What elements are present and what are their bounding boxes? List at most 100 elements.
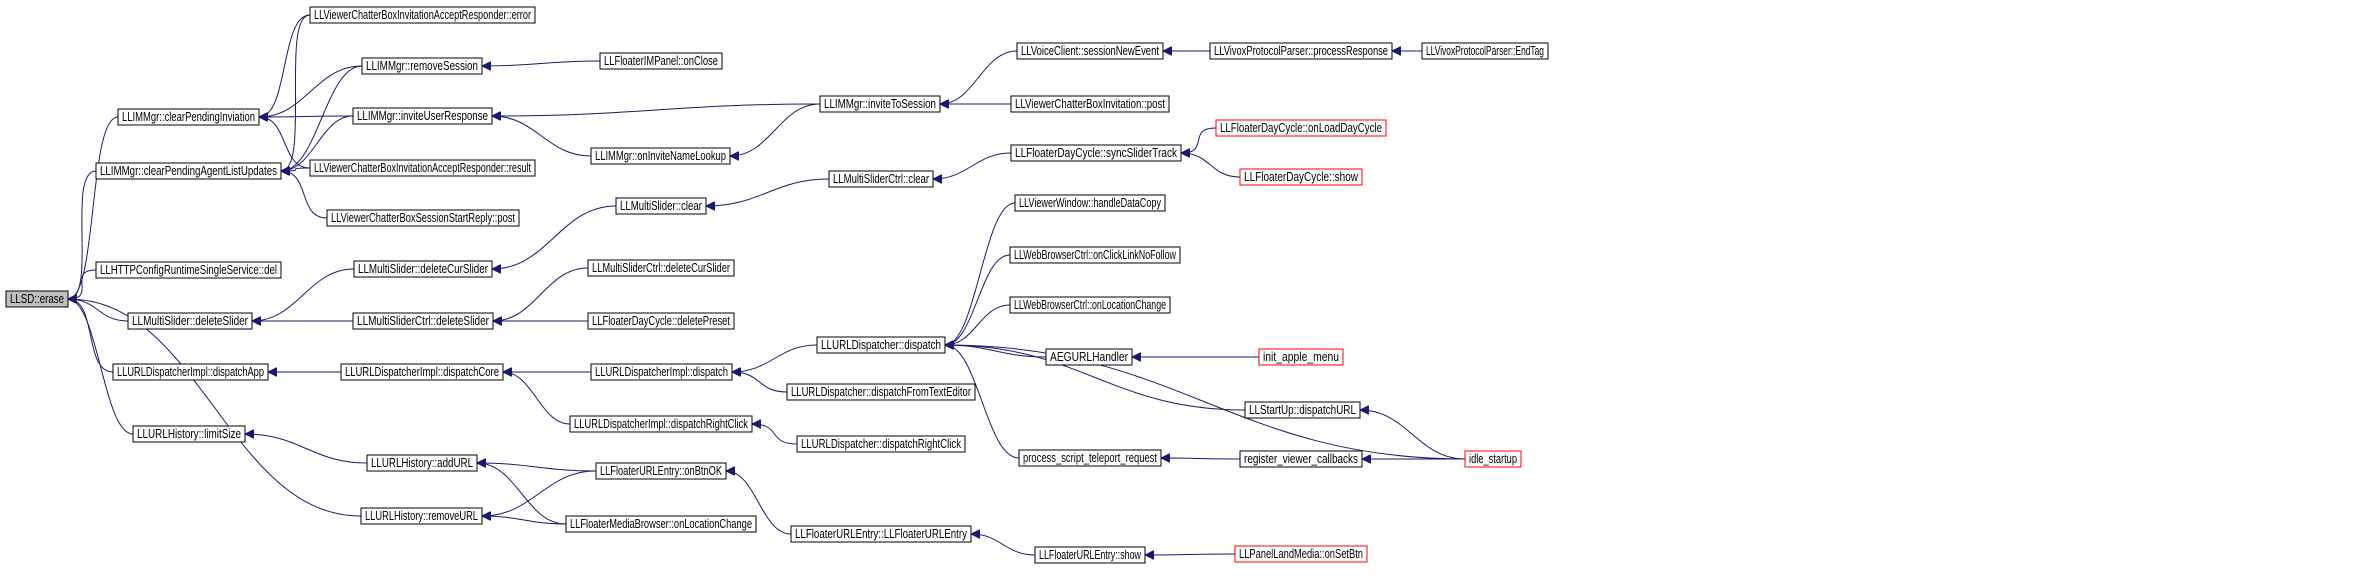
node-box[interactable] bbox=[95, 261, 282, 279]
node-llurlhistory-addurl[interactable]: LLURLHistory::addURL bbox=[366, 454, 478, 472]
node-llurldispatcher-dispatchfromtexteditor[interactable]: LLURLDispatcher::dispatchFromTextEditor bbox=[786, 383, 976, 401]
node-register-viewer-callbacks[interactable]: register_viewer_callbacks bbox=[1239, 450, 1363, 468]
node-llmultisliderctrl-deletecurslider[interactable]: LLMultiSliderCtrl::deleteCurSlider bbox=[587, 259, 735, 277]
node-box[interactable] bbox=[816, 336, 946, 354]
node-box[interactable] bbox=[1258, 348, 1344, 366]
node-llfloatermediabrowser-onlocationchange[interactable]: LLFloaterMediaBrowser::onLocationChange bbox=[565, 515, 757, 533]
node-init-apple-menu[interactable]: init_apple_menu bbox=[1258, 348, 1344, 366]
node-llurldispatcherimpl-dispatchrightclick[interactable]: LLURLDispatcherImpl::dispatchRightClick bbox=[569, 415, 753, 433]
node-llurldispatcher-dispatchrightclick[interactable]: LLURLDispatcher::dispatchRightClick bbox=[796, 435, 966, 453]
node-llvoiceclient-sessionnewevent[interactable]: LLVoiceClient::sessionNewEvent bbox=[1016, 42, 1164, 60]
node-box[interactable] bbox=[1421, 42, 1549, 60]
node-box[interactable] bbox=[353, 260, 493, 278]
node-llstartup-dispatchurl[interactable]: LLStartUp::dispatchURL bbox=[1244, 401, 1361, 419]
node-llviewerchatterboxinvitationacceptresponder-result[interactable]: LLViewerChatterBoxInvitationAcceptRespon… bbox=[309, 159, 536, 177]
node-llurldispatcher-dispatch[interactable]: LLURLDispatcher::dispatch bbox=[816, 336, 946, 354]
node-box[interactable] bbox=[1034, 546, 1146, 564]
node-llwebbrowserctrl-onlocationchange[interactable]: LLWebBrowserCtrl::onLocationChange bbox=[1009, 296, 1171, 314]
node-box[interactable] bbox=[565, 515, 757, 533]
node-box[interactable] bbox=[595, 462, 727, 480]
node-box[interactable] bbox=[309, 159, 536, 177]
node-llfloaterdaycycle-onloaddaycycle[interactable]: LLFloaterDayCycle::onLoadDayCycle bbox=[1215, 119, 1387, 137]
node-llurldispatcherimpl-dispatchcore[interactable]: LLURLDispatcherImpl::dispatchCore bbox=[340, 363, 504, 381]
node-box[interactable] bbox=[1234, 545, 1368, 563]
node-llmultislider-clear[interactable]: LLMultiSlider::clear bbox=[615, 197, 707, 215]
node-box[interactable] bbox=[1215, 119, 1387, 137]
node-box[interactable] bbox=[1239, 450, 1363, 468]
node-box[interactable] bbox=[1009, 296, 1171, 314]
node-box[interactable] bbox=[360, 507, 483, 525]
node-box[interactable] bbox=[615, 197, 707, 215]
node-llmultislider-deleteslider[interactable]: LLMultiSlider::deleteSlider bbox=[127, 312, 253, 330]
node-box[interactable] bbox=[1239, 168, 1363, 186]
node-llimmgr-oninvitenamelookup[interactable]: LLIMMgr::onInviteNameLookup bbox=[590, 147, 731, 165]
node-box[interactable] bbox=[599, 52, 723, 70]
node-llviewerchatterboxinvitation-post[interactable]: LLViewerChatterBoxInvitation::post bbox=[1010, 95, 1170, 113]
node-llfloaterdaycycle-deletepreset[interactable]: LLFloaterDayCycle::deletePreset bbox=[587, 312, 735, 330]
node-box[interactable] bbox=[117, 108, 260, 126]
node-box[interactable] bbox=[5, 290, 69, 308]
node-box[interactable] bbox=[95, 162, 282, 180]
node-llmultisliderctrl-clear[interactable]: LLMultiSliderCtrl::clear bbox=[828, 170, 934, 188]
node-llwebbrowserctrl-onclicklinknofollow[interactable]: LLWebBrowserCtrl::onClickLinkNoFollow bbox=[1009, 246, 1181, 264]
node-box[interactable] bbox=[1010, 95, 1170, 113]
node-box[interactable] bbox=[112, 363, 269, 381]
node-llfloaterurlentry-onbtnok[interactable]: LLFloaterURLEntry::onBtnOK bbox=[595, 462, 727, 480]
node-box[interactable] bbox=[1010, 144, 1182, 162]
node-llmultisliderctrl-deleteslider[interactable]: LLMultiSliderCtrl::deleteSlider bbox=[352, 312, 494, 330]
node-box[interactable] bbox=[569, 415, 753, 433]
node-process-script-teleport-request[interactable]: process_script_teleport_request bbox=[1018, 449, 1162, 467]
node-llimmgr-clearpendingagentlistupdates[interactable]: LLIMMgr::clearPendingAgentListUpdates bbox=[95, 162, 282, 180]
node-box[interactable] bbox=[309, 6, 536, 24]
node-llurldispatcherimpl-dispatchapp[interactable]: LLURLDispatcherImpl::dispatchApp bbox=[112, 363, 269, 381]
node-llvivoxprotocolparser-endtag[interactable]: LLVivoxProtocolParser::EndTag bbox=[1421, 42, 1549, 60]
node-box[interactable] bbox=[352, 107, 493, 125]
node-box[interactable] bbox=[1244, 401, 1361, 419]
node-llimmgr-inviteuserresponse[interactable]: LLIMMgr::inviteUserResponse bbox=[352, 107, 493, 125]
node-box[interactable] bbox=[1045, 348, 1133, 366]
node-llfloaterimpanel-onclose[interactable]: LLFloaterIMPanel::onClose bbox=[599, 52, 723, 70]
node-box[interactable] bbox=[127, 312, 253, 330]
node-box[interactable] bbox=[587, 312, 735, 330]
node-box[interactable] bbox=[1018, 449, 1162, 467]
node-box[interactable] bbox=[352, 312, 494, 330]
node-box[interactable] bbox=[132, 425, 246, 443]
node-llurlhistory-limitsize[interactable]: LLURLHistory::limitSize bbox=[132, 425, 246, 443]
node-llimmgr-removesession[interactable]: LLIMMgr::removeSession bbox=[361, 57, 483, 75]
node-llurldispatcherimpl-dispatch[interactable]: LLURLDispatcherImpl::dispatch bbox=[590, 363, 733, 381]
node-llfloaterdaycycle-syncslidertrack[interactable]: LLFloaterDayCycle::syncSliderTrack bbox=[1010, 144, 1182, 162]
node-box[interactable] bbox=[361, 57, 483, 75]
node-box[interactable] bbox=[590, 363, 733, 381]
node-llfloaterdaycycle-show[interactable]: LLFloaterDayCycle::show bbox=[1239, 168, 1363, 186]
node-box[interactable] bbox=[587, 259, 735, 277]
node-llpanellandmedia-onsetbtn[interactable]: LLPanelLandMedia::onSetBtn bbox=[1234, 545, 1368, 563]
node-llsd-erase[interactable]: LLSD::erase bbox=[5, 290, 69, 308]
node-llviewerchatterboxsessionstartreply-post[interactable]: LLViewerChatterBoxSessionStartReply::pos… bbox=[326, 209, 520, 227]
node-llfloaterurlentry-show[interactable]: LLFloaterURLEntry::show bbox=[1034, 546, 1146, 564]
node-llvivoxprotocolparser-processresponse[interactable]: LLVivoxProtocolParser::processResponse bbox=[1209, 42, 1393, 60]
node-box[interactable] bbox=[590, 147, 731, 165]
node-llviewerwindow-handledatacopy[interactable]: LLViewerWindow::handleDataCopy bbox=[1014, 194, 1166, 212]
node-box[interactable] bbox=[366, 454, 478, 472]
node-box[interactable] bbox=[340, 363, 504, 381]
node-aegurlhandler[interactable]: AEGURLHandler bbox=[1045, 348, 1133, 366]
node-box[interactable] bbox=[1009, 246, 1181, 264]
node-box[interactable] bbox=[790, 525, 972, 543]
node-box[interactable] bbox=[1016, 42, 1164, 60]
node-box[interactable] bbox=[796, 435, 966, 453]
node-llurlhistory-removeurl[interactable]: LLURLHistory::removeURL bbox=[360, 507, 483, 525]
node-llmultislider-deletecurslider[interactable]: LLMultiSlider::deleteCurSlider bbox=[353, 260, 493, 278]
node-llhttpconfigruntimesingleservice-del[interactable]: LLHTTPConfigRuntimeSingleService::del bbox=[95, 261, 282, 279]
node-idle-startup[interactable]: idle_startup bbox=[1464, 450, 1522, 468]
node-box[interactable] bbox=[786, 383, 976, 401]
node-box[interactable] bbox=[1209, 42, 1393, 60]
node-llviewerchatterboxinvitationacceptresponder-error[interactable]: LLViewerChatterBoxInvitationAcceptRespon… bbox=[309, 6, 536, 24]
node-box[interactable] bbox=[1014, 194, 1166, 212]
node-box[interactable] bbox=[828, 170, 934, 188]
node-box[interactable] bbox=[1464, 450, 1522, 468]
node-box[interactable] bbox=[819, 95, 941, 113]
node-llimmgr-clearpendinginviation[interactable]: LLIMMgr::clearPendingInviation bbox=[117, 108, 260, 126]
node-box[interactable] bbox=[326, 209, 520, 227]
node-llfloaterurlentry-llfloaterurlentry[interactable]: LLFloaterURLEntry::LLFloaterURLEntry bbox=[790, 525, 972, 543]
node-llimmgr-invitetosession[interactable]: LLIMMgr::inviteToSession bbox=[819, 95, 941, 113]
